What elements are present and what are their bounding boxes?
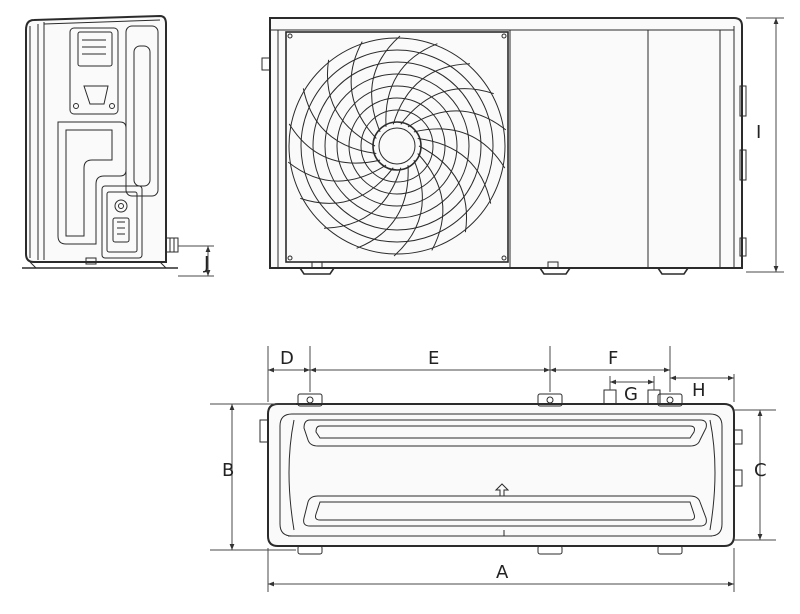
dimension-j: J (178, 245, 214, 277)
side-view (22, 14, 179, 269)
label-f: F (608, 348, 618, 369)
label-c: C (754, 460, 767, 481)
dimension-a: A (267, 548, 735, 592)
fan-grille (287, 35, 507, 257)
label-e: E (428, 348, 439, 369)
label-a: A (496, 562, 509, 583)
dimension-c: C (734, 409, 776, 541)
label-d: D (280, 348, 294, 369)
top-view (259, 389, 743, 555)
label-h: H (692, 380, 706, 401)
label-i: I (756, 122, 761, 143)
dimension-g: G (609, 376, 655, 405)
label-b: B (222, 460, 234, 481)
label-g: G (624, 384, 638, 405)
dimension-h: H (670, 374, 735, 402)
dimension-d-e-f: D E F (267, 346, 671, 402)
dimension-b: B (210, 403, 296, 551)
label-j: J (203, 253, 209, 274)
front-view (261, 17, 747, 275)
dimension-i: I (746, 17, 784, 273)
